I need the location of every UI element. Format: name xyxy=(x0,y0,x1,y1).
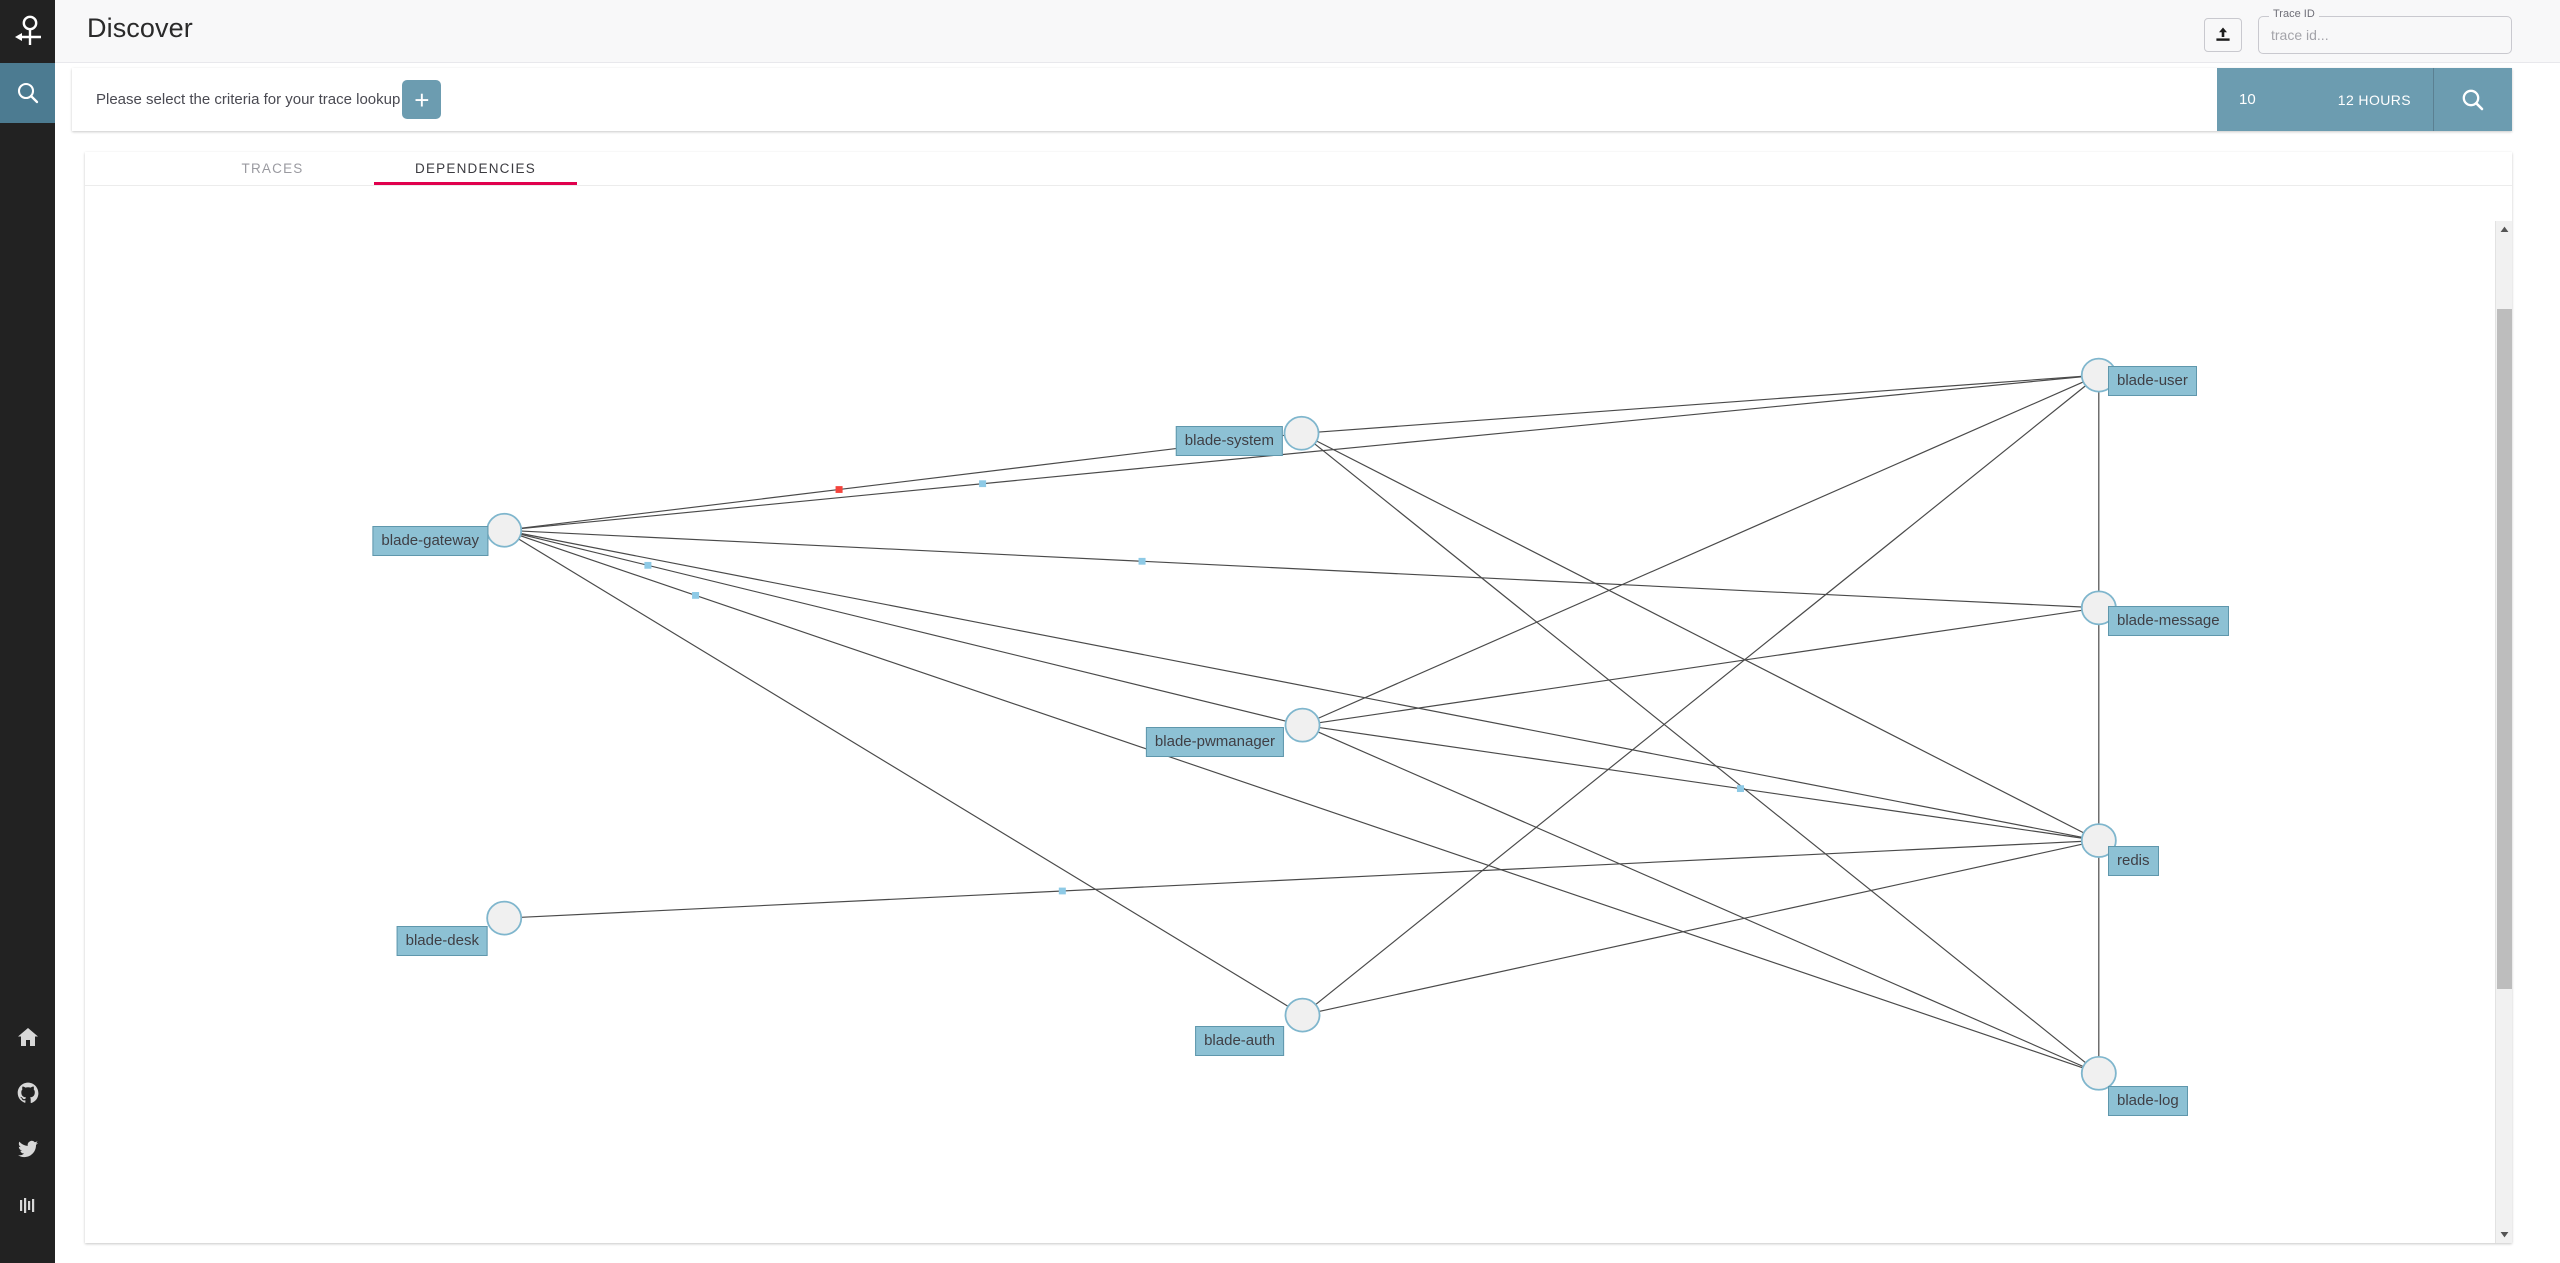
scroll-thumb[interactable] xyxy=(2497,309,2512,989)
graph-edge xyxy=(521,434,1285,529)
tab-dependencies[interactable]: DEPENDENCIES xyxy=(374,151,577,185)
graph-edge xyxy=(1314,443,2087,1064)
graph-node-label-blade-desk[interactable]: blade-desk xyxy=(396,926,488,956)
scroll-up-arrow[interactable] xyxy=(2496,221,2512,238)
twitter-icon xyxy=(17,1140,38,1158)
graph-edge xyxy=(1315,385,2087,1006)
graph-node-label-blade-user[interactable]: blade-user xyxy=(2108,366,2197,396)
graph-node-label-blade-message[interactable]: blade-message xyxy=(2108,606,2229,636)
zipkin-logo-glyph xyxy=(14,15,41,45)
graph-edge xyxy=(1319,843,2083,1013)
graph-edge xyxy=(1316,440,2085,834)
github-icon xyxy=(17,1082,38,1104)
lookback-duration-value: 12 HOURS xyxy=(2337,91,2411,108)
upload-json-button[interactable] xyxy=(2204,18,2242,52)
search-bar: Please select the criteria for your trac… xyxy=(72,68,2512,131)
add-criteria-button[interactable]: + xyxy=(402,80,442,119)
graph-node-label-blade-auth[interactable]: blade-auth xyxy=(1195,1026,1284,1056)
graph-edges xyxy=(518,375,2100,1069)
graph-node-label-blade-system[interactable]: blade-system xyxy=(1175,426,1283,456)
dependency-graph[interactable]: blade-gateway blade-system blade-pwmanager… xyxy=(85,186,2512,1243)
graph-node-blade-gateway[interactable] xyxy=(486,512,523,548)
graph-traffic-particle xyxy=(1138,557,1146,565)
home-icon xyxy=(17,1028,38,1046)
bars-icon xyxy=(19,1198,34,1213)
criteria-area[interactable]: Please select the criteria for your trac… xyxy=(72,68,2217,131)
zipkin-logo-icon[interactable] xyxy=(0,0,55,63)
graph-traffic-particle xyxy=(1736,785,1744,793)
graph-edge xyxy=(520,532,2083,838)
sidebar-item-github[interactable] xyxy=(0,1065,55,1121)
graph-node-blade-pwmanager[interactable] xyxy=(1284,707,1321,743)
page-title: Discover xyxy=(87,13,193,43)
run-search-button[interactable] xyxy=(2434,68,2512,131)
graph-edge xyxy=(1317,731,2084,1068)
graph-edge xyxy=(521,376,2082,530)
graph-edge xyxy=(1318,375,2082,433)
chevron-up-icon xyxy=(2500,226,2509,232)
graph-node-redis[interactable] xyxy=(2080,823,2117,858)
graph-edge xyxy=(518,538,1289,1007)
result-limit-value: 10 xyxy=(2239,91,2256,108)
chevron-down-icon xyxy=(2500,1232,2509,1238)
graph-node-blade-system[interactable] xyxy=(1283,415,1320,451)
graph-nodes xyxy=(486,357,2117,1091)
graph-node-label-redis[interactable]: redis xyxy=(2108,846,2159,876)
graph-edge xyxy=(520,535,2083,1069)
scroll-down-arrow[interactable] xyxy=(2496,1226,2512,1243)
graph-node-blade-log[interactable] xyxy=(2080,1055,2117,1091)
graph-node-label-blade-log[interactable]: blade-log xyxy=(2108,1086,2188,1116)
search-icon xyxy=(2462,89,2484,110)
graph-node-blade-auth[interactable] xyxy=(1284,997,1321,1033)
graph-edge xyxy=(521,530,2082,608)
trace-id-input[interactable] xyxy=(2258,16,2512,54)
graph-edge xyxy=(521,840,2082,918)
dependency-graph-svg xyxy=(486,357,2117,1091)
graph-traffic-particle xyxy=(692,592,700,599)
graph-edge xyxy=(1319,727,2083,839)
sidebar-item-traces[interactable] xyxy=(0,1177,55,1233)
tab-traces[interactable]: TRACES xyxy=(241,160,304,176)
content-card: TRACES DEPENDENCIES blade-gateway blade-s… xyxy=(85,152,2512,1243)
app-header: Discover Trace ID xyxy=(55,0,2560,63)
graph-node-blade-desk[interactable] xyxy=(486,900,523,936)
graph-traffic-particle xyxy=(835,486,843,493)
search-icon xyxy=(17,82,38,104)
left-sidebar xyxy=(0,0,55,1263)
graph-node-label-blade-gateway[interactable]: blade-gateway xyxy=(372,526,488,556)
upload-icon xyxy=(2216,27,2230,41)
graph-edge xyxy=(1317,381,2084,719)
criteria-placeholder-text: Please select the criteria for your trac… xyxy=(96,91,401,108)
sidebar-bottom-links xyxy=(0,1009,55,1263)
tab-bar: TRACES DEPENDENCIES xyxy=(85,152,2512,186)
trace-id-field-group: Trace ID xyxy=(2258,8,2512,54)
graph-traffic-particle xyxy=(644,561,652,569)
graph-traffic-particle xyxy=(1058,887,1066,895)
graph-traffic-particle xyxy=(979,480,987,488)
graph-node-label-blade-pwmanager[interactable]: blade-pwmanager xyxy=(1145,727,1284,757)
sidebar-item-home[interactable] xyxy=(0,1009,55,1065)
sidebar-item-search[interactable] xyxy=(0,63,55,123)
limit-and-duration-control[interactable]: 10 12 HOURS xyxy=(2217,68,2434,131)
graph-particles xyxy=(644,480,1744,895)
graph-edge xyxy=(1319,609,2083,724)
trace-id-legend: Trace ID xyxy=(2269,8,2319,20)
sidebar-item-twitter[interactable] xyxy=(0,1121,55,1177)
graph-vertical-scrollbar[interactable] xyxy=(2495,221,2512,1243)
